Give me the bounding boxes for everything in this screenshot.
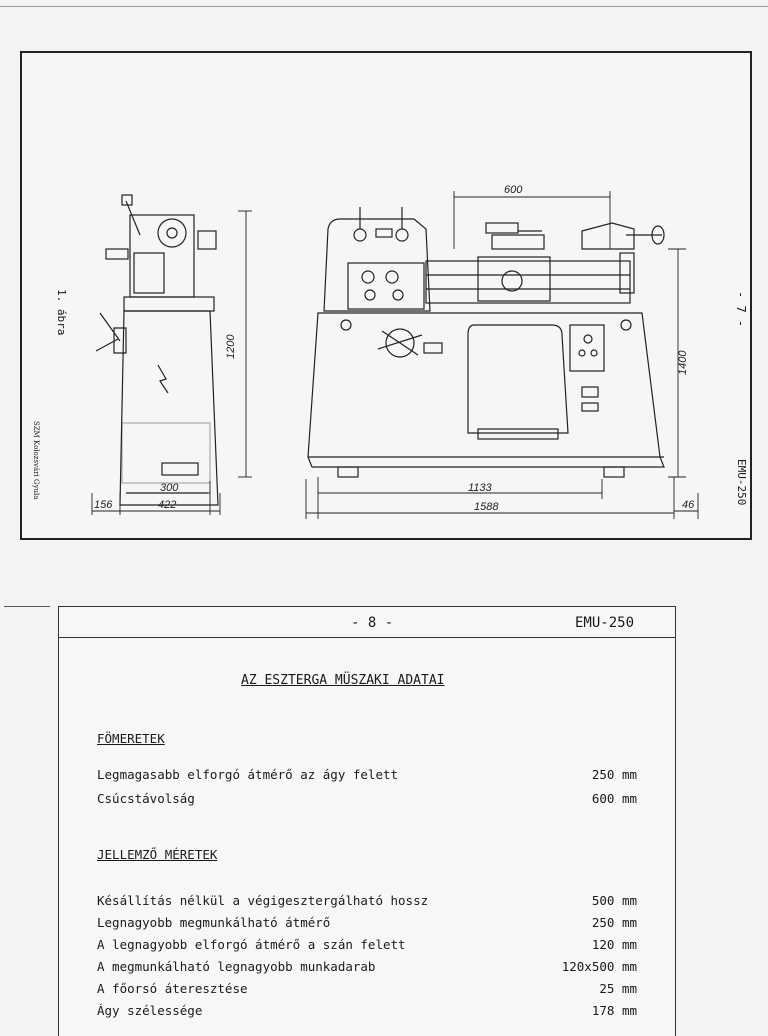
section-heading: JELLEMZŐ MÉRETEK bbox=[97, 847, 218, 862]
dim-1400: 1400 bbox=[677, 350, 689, 375]
spec-value: 178 mm bbox=[591, 1003, 637, 1018]
spec-label: A megmunkálható legnagyobb munkadarab bbox=[97, 959, 376, 974]
header-rule bbox=[59, 637, 675, 638]
vertical-doc-id: EMU-250 bbox=[735, 459, 748, 506]
spec-value: 25 mm bbox=[599, 981, 637, 996]
spec-row: Ágy szélessége 178 mm bbox=[97, 1003, 637, 1023]
lathe-drawing: 1200 300 422 156 600 1400 1133 1588 46 bbox=[91, 184, 699, 519]
spec-label: Legmagasabb elforgó átmérő az ágy felett bbox=[97, 767, 399, 782]
spec-row: Legnagyobb megmunkálható átmérő 250 mm bbox=[97, 915, 637, 935]
dim-46: 46 bbox=[682, 499, 695, 511]
spec-value: 500 mm bbox=[591, 893, 637, 908]
dim-1133: 1133 bbox=[468, 482, 493, 494]
scan-edge-top bbox=[0, 6, 768, 7]
figure-caption: 1. ábra bbox=[55, 289, 68, 336]
dim-300: 300 bbox=[160, 482, 179, 494]
data-page: - 8 - EMU-250 AZ ESZTERGA MÜSZAKI ADATAI… bbox=[58, 606, 676, 1036]
drawing-page: 1200 300 422 156 600 1400 1133 1588 46 1… bbox=[20, 51, 752, 540]
spec-row: Legmagasabb elforgó átmérő az ágy felett… bbox=[97, 767, 637, 787]
spec-value: 120x500 mm bbox=[561, 959, 637, 974]
side-view-dimensions bbox=[91, 210, 252, 515]
page-title: AZ ESZTERGA MÜSZAKI ADATAI bbox=[241, 673, 445, 688]
spec-label: A főorsó áteresztése bbox=[97, 981, 248, 996]
scan-edge-mark bbox=[4, 606, 50, 607]
spec-value: 250 mm bbox=[591, 767, 637, 782]
dim-600: 600 bbox=[504, 184, 523, 196]
dim-156: 156 bbox=[94, 499, 113, 511]
spec-label: A legnagyobb elforgó átmérő a szán felet… bbox=[97, 937, 406, 952]
section-heading: FÖMERETEK bbox=[97, 731, 165, 746]
side-page-number: - 7 - bbox=[734, 291, 748, 328]
page-number: - 8 - bbox=[351, 615, 394, 631]
front-view-dimensions bbox=[305, 191, 699, 519]
spec-label: Ágy szélessége bbox=[97, 1003, 203, 1018]
dim-1200: 1200 bbox=[225, 334, 237, 359]
spec-label: Csúcstávolság bbox=[97, 791, 195, 806]
doc-id: EMU-250 bbox=[575, 615, 635, 631]
dim-1588: 1588 bbox=[474, 501, 499, 513]
spec-row: Késállítás nélkül a végigesztergálható h… bbox=[97, 893, 637, 913]
spec-value: 120 mm bbox=[591, 937, 637, 952]
front-view bbox=[307, 207, 665, 478]
spec-value: 250 mm bbox=[591, 915, 637, 930]
stamp-text: SZM Kolozsvári Gyula bbox=[32, 421, 40, 500]
side-view bbox=[95, 194, 219, 506]
spec-row: A főorsó áteresztése 25 mm bbox=[97, 981, 637, 1001]
spec-row: A legnagyobb elforgó átmérő a szán felet… bbox=[97, 937, 637, 957]
spec-label: Késállítás nélkül a végigesztergálható h… bbox=[97, 893, 429, 908]
spec-value: 600 mm bbox=[591, 791, 637, 806]
spec-row: Csúcstávolság 600 mm bbox=[97, 791, 637, 811]
dim-422: 422 bbox=[158, 499, 176, 511]
spec-label: Legnagyobb megmunkálható átmérő bbox=[97, 915, 331, 930]
spec-row: A megmunkálható legnagyobb munkadarab 12… bbox=[97, 959, 637, 979]
